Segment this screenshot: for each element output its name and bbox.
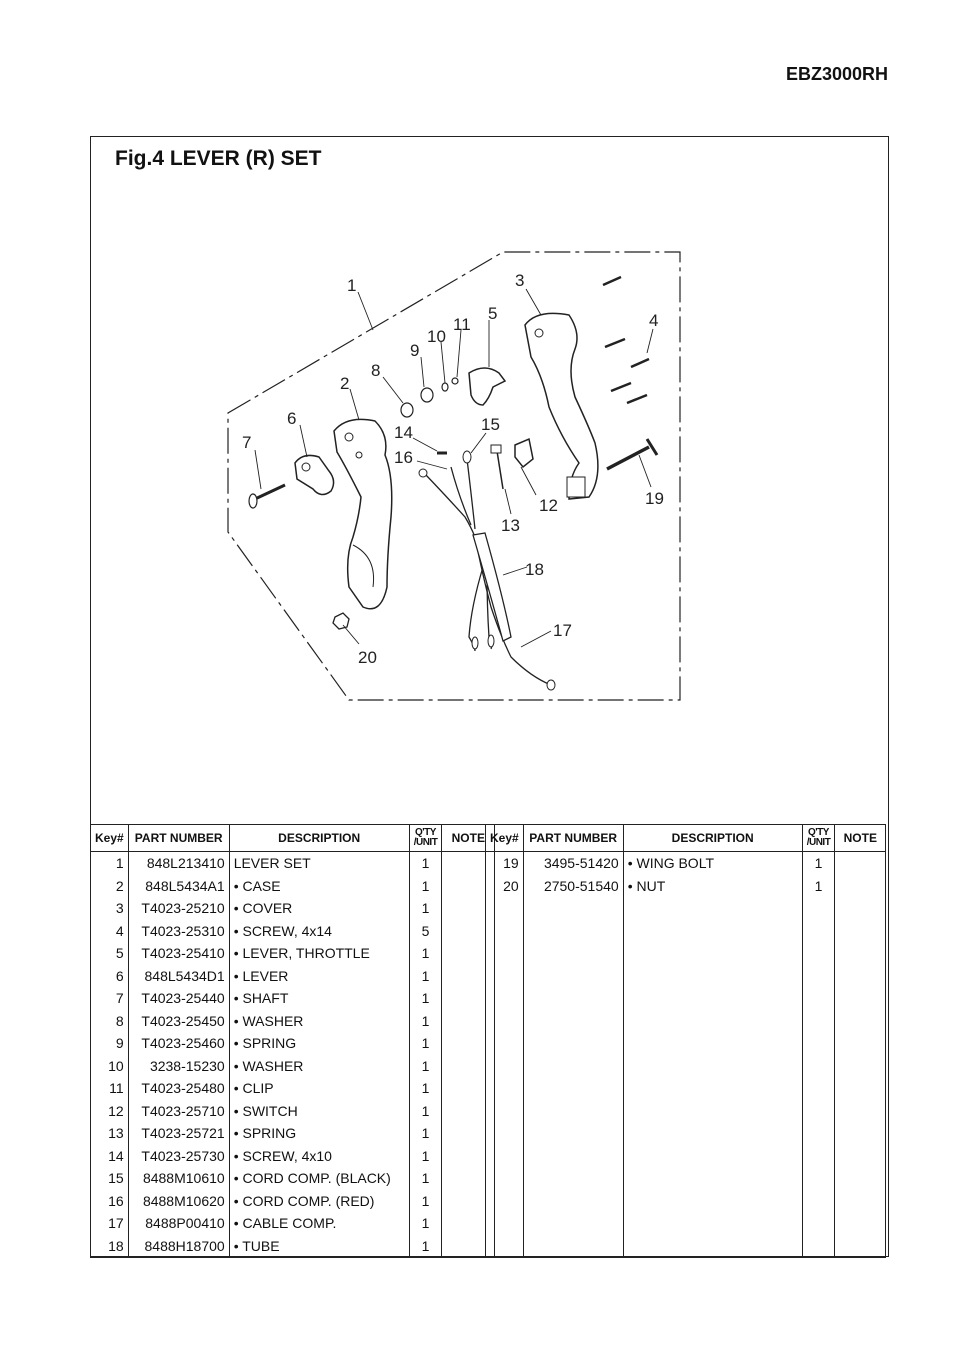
table-row-empty	[485, 1144, 887, 1167]
callout-1: 1	[347, 276, 356, 295]
header-part-number: PART NUMBER	[127, 824, 230, 852]
table-row-empty	[485, 1212, 887, 1235]
callout-3: 3	[515, 271, 524, 290]
callout-14: 14	[394, 423, 413, 442]
callout-7: 7	[242, 433, 251, 452]
header-description: DESCRIPTION	[228, 824, 410, 852]
callout-13: 13	[501, 516, 520, 535]
table-row-empty	[485, 1234, 887, 1258]
case-part	[333, 418, 393, 610]
callout-8: 8	[371, 361, 380, 380]
table-row-empty	[485, 1167, 887, 1190]
callout-20: 20	[358, 648, 377, 667]
nut-part	[332, 612, 350, 630]
table-row-empty	[485, 1009, 887, 1032]
parts-table-left: Key# PART NUMBER DESCRIPTION Q'TY /UNIT …	[90, 824, 496, 1258]
header-key: Key#	[485, 824, 524, 852]
cover-part	[524, 312, 599, 500]
figure-title: Fig.4 LEVER (R) SET	[115, 147, 322, 170]
callout-6: 6	[287, 409, 296, 428]
callout-18: 18	[525, 560, 544, 579]
table-row-empty	[485, 1054, 887, 1077]
throttle-lever-part	[468, 367, 507, 406]
table-row-empty	[485, 1032, 887, 1055]
table-row-empty	[485, 1099, 887, 1122]
header-qty: Q'TY /UNIT	[801, 824, 836, 852]
table-row-empty	[485, 942, 887, 965]
callout-12: 12	[539, 496, 558, 515]
table-row-empty	[485, 1189, 887, 1212]
figure-frame: Fig.4 LEVER (R) SET	[90, 136, 889, 1258]
table-row-empty	[485, 897, 887, 920]
table-row-empty	[485, 919, 887, 942]
screws-part	[602, 275, 650, 405]
model-number: EBZ3000RH	[785, 64, 888, 84]
table-row-empty	[485, 1077, 887, 1100]
assembly-boundary	[227, 251, 681, 701]
lever-part	[294, 454, 335, 496]
table-row-empty	[485, 964, 887, 987]
tube-part	[472, 532, 512, 642]
callout-9: 9	[410, 341, 419, 360]
header-key: Key#	[90, 824, 129, 852]
callout-16: 16	[394, 448, 413, 467]
header-qty: Q'TY /UNIT	[408, 824, 443, 852]
callout-10: 10	[427, 327, 446, 346]
callout-19: 19	[645, 489, 664, 508]
switch-part	[514, 437, 534, 469]
callout-17: 17	[553, 621, 572, 640]
parts-table-right: Key# PART NUMBER DESCRIPTION Q'TY /UNIT …	[485, 824, 887, 1258]
table-row-empty	[485, 987, 887, 1010]
header-note: NOTE	[834, 824, 887, 852]
callout-4: 4	[649, 311, 658, 330]
callout-15: 15	[481, 415, 500, 434]
table-row-empty	[485, 1122, 887, 1145]
callout-2: 2	[340, 374, 349, 393]
callout-11: 11	[453, 315, 471, 334]
exploded-parts-diagram: 1 2 3 4 5 6 7 8 9 10 11 12 13 14 15 16 1…	[227, 251, 681, 701]
header-description: DESCRIPTION	[622, 824, 803, 852]
header-part-number: PART NUMBER	[522, 824, 624, 852]
callout-5: 5	[488, 304, 497, 323]
